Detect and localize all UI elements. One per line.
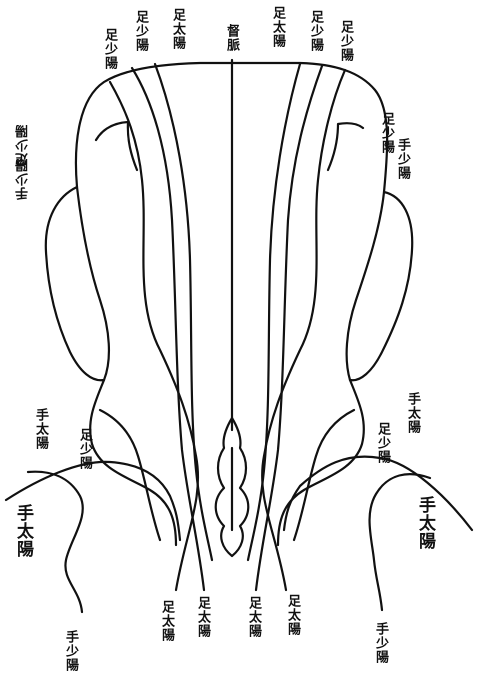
meridian-line (110, 82, 198, 590)
label-lower-shoutaiyang-left: 手太陽 (14, 504, 31, 558)
meridian-line (262, 70, 345, 590)
label-neck-shoutaiyang-left: 手太陽 (34, 408, 47, 450)
label-top-dumai: 督脈 (225, 24, 238, 52)
label-top-zutaiyang-right: 足太陽 (271, 6, 284, 48)
label-bottom-zutaiyang-3: 足太陽 (247, 596, 260, 638)
label-top-zushaoyang-left2: 足少陽 (134, 10, 147, 52)
label-bottom-zutaiyang-2: 足太陽 (196, 596, 209, 638)
label-bottom-zutaiyang-4: 足太陽 (286, 594, 299, 636)
label-top-zushaoyang-right: 足少陽 (309, 10, 322, 52)
label-top-zushaoyang-left: 足少陽 (103, 28, 116, 70)
label-lower-shoutaiyang-right: 手太陽 (416, 496, 433, 550)
label-top-zutaiyang-left: 足太陽 (171, 8, 184, 50)
left-ear (46, 187, 109, 380)
label-bottom-shoushaoyang-right: 手少陽 (374, 622, 387, 664)
meridian-line (278, 380, 364, 545)
label-side-zushaoyang-right: 足少陽 (380, 112, 393, 154)
meridian-line (248, 64, 300, 560)
label-neck-zushaoyang-right: 足少陽 (376, 422, 389, 464)
label-neck-zushaoyang-left: 足少陽 (78, 428, 91, 470)
right-ear (347, 192, 413, 380)
label-bottom-shoushaoyang-left: 手少陽 (64, 630, 77, 672)
label-neck-shoutaiyang-right: 手太陽 (406, 392, 419, 434)
label-top-zushaoyang-right2: 足少陽 (339, 20, 352, 62)
meridian-line (294, 410, 354, 540)
label-side-shoushaoyang-right: 手少陽 (396, 138, 409, 180)
right-notch (328, 123, 363, 170)
meridian-line (28, 472, 83, 612)
label-side-shoushaoyang-left: 手少陽 (17, 158, 30, 200)
label-bottom-zutaiyang-1: 足太陽 (160, 600, 173, 642)
